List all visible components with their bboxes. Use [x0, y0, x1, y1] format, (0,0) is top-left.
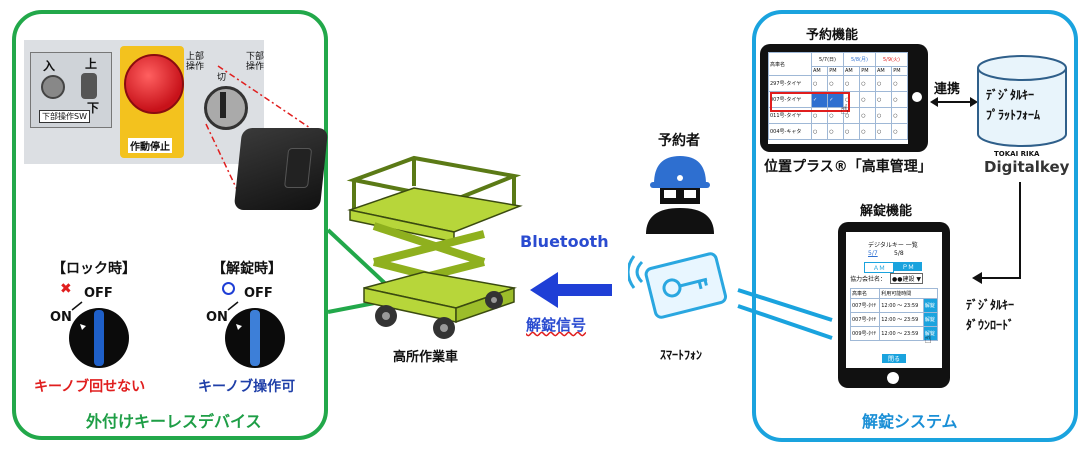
date-3: 5/9(火) [874, 52, 909, 67]
unlock-state-heading: 【解錠時】 [212, 261, 282, 277]
database-icon [977, 55, 1067, 147]
unlock-on-label: ON [206, 310, 228, 325]
vehicle-row-name: 297号-タイヤ [768, 75, 812, 92]
keyless-device-caption: 外付けキーレスデバイス [86, 412, 262, 431]
company-select[interactable]: ●●建設 ▼ [890, 273, 923, 284]
ampm-cell: AM [810, 66, 829, 76]
toggle-switch-icon [81, 73, 97, 99]
unlock-system-panel [752, 10, 1078, 442]
date-tab-active[interactable]: 5/7 [868, 250, 878, 257]
stop-label: 作動停止 [128, 138, 172, 153]
sw-down-label: 下 [87, 101, 100, 115]
lock-status-text: キーノブ回せない [34, 379, 146, 395]
emergency-stop-button-icon [124, 54, 184, 114]
lock-state-heading: 【ロック時】 [52, 261, 136, 277]
bottom-operation-label: 下部 操作 [246, 52, 265, 72]
platform-line2: ﾌﾟﾗｯﾄﾌｫｰﾑ [986, 108, 1041, 122]
sw-name-label: 下部操作SW [39, 110, 90, 123]
vehicle-row-name: 004号-キャタ [768, 123, 812, 140]
key-cylinder-icon [41, 75, 65, 99]
brand-name: Digitalkey [984, 158, 1070, 176]
smartphone-label: ｽﾏｰﾄﾌｫﾝ [660, 348, 703, 362]
am-tab[interactable]: ＡＭ [864, 262, 894, 273]
key-slot-icon [220, 92, 226, 118]
sw-in-label: 入 [43, 59, 56, 73]
date-2: 5/8(月) [842, 52, 876, 67]
date-tab[interactable]: 5/8 [894, 250, 904, 257]
company-label: 協力会社名： [850, 276, 887, 283]
keyless-device-panel [12, 10, 328, 440]
person-icon [646, 156, 714, 234]
unlock-row-name: 007号-ﾀｲﾔ [849, 312, 881, 327]
tablet-home-button-icon [912, 92, 922, 102]
table-header: 利用可能時間 [879, 288, 938, 299]
unlock-off-label: OFF [244, 286, 273, 301]
lock-knob-icon [69, 301, 129, 368]
smartphone-key-icon [628, 252, 728, 319]
close-button[interactable]: 閉る [882, 354, 906, 363]
download-arrow [972, 182, 1021, 284]
date-1: 5/7(日) [811, 52, 844, 67]
unlock-row-name: 009号-ﾀｲﾔ [849, 326, 881, 341]
unlock-button[interactable]: 解錠 [922, 326, 939, 341]
off-position-label: 切 [217, 73, 227, 83]
screen-title: デジタルキー 一覧 [868, 242, 918, 249]
reservation-table: 高車名 5/7(日) 5/8(月) 5/9(火) AM PM AM PM AM … [768, 52, 909, 140]
phone-home-button-icon [887, 372, 899, 384]
ampm-cell: AM [874, 66, 893, 76]
brand-small: TOKAI RIKA [994, 150, 1040, 158]
sw-up-label: 上 [85, 57, 98, 71]
unlock-knob-icon [225, 301, 285, 368]
unlock-system-caption: 解錠システム [862, 412, 958, 431]
reservation-screen: 高車名 5/7(日) 5/8(月) 5/9(火) AM PM AM PM AM … [768, 52, 909, 144]
link-arrow [930, 97, 978, 107]
x-mark-icon: ✖ [60, 281, 72, 297]
key-switch-icon [204, 86, 248, 130]
reservation-tablet: 高車名 5/7(日) 5/8(月) 5/9(火) AM PM AM PM AM … [760, 44, 928, 152]
control-panel-photo: 入 上 下 下部操作SW 作動停止 上部 操作 切 下部 操作 [24, 40, 264, 164]
unlock-button[interactable]: 解錠 [922, 312, 939, 327]
selector-switch-block: 入 上 下 下部操作SW [30, 52, 112, 128]
top-operation-label: 上部 操作 [186, 52, 205, 72]
unlock-row-time: 12:00 ～ 23:59 [879, 298, 924, 313]
unlock-screen: デジタルキー 一覧 5/7 5/8 ＡＭ ＰＭ 協力会社名： ●●建設 ▼ 高車… [846, 232, 942, 368]
scissor-lift-icon [346, 155, 523, 339]
reserver-label: 予約者 [658, 133, 700, 149]
download-line2: ﾀﾞｳﾝﾛｰﾄﾞ [966, 318, 1015, 332]
system-name: 位置プラス®「高車管理」 [764, 159, 932, 175]
unlock-row-name: 007号-ﾀｲﾔ [849, 298, 881, 313]
unlock-signal-label: 解錠信号 [526, 316, 587, 334]
unlock-button[interactable]: 解錠 [922, 298, 939, 313]
unlock-row-time: 12:00 ～ 23:59 [879, 312, 924, 327]
pm-tab[interactable]: ＰＭ [894, 262, 922, 271]
hand-cursor-icon: ☝ [840, 102, 849, 118]
hand-cursor-icon: ☝ [924, 332, 932, 347]
bluetooth-label: Bluetooth [520, 232, 609, 251]
ampm-cell: AM [842, 66, 861, 76]
circle-icon [222, 282, 235, 295]
unlock-status-text: キーノブ操作可 [198, 379, 296, 395]
platform-line1: ﾃﾞｼﾞﾀﾙｷｰ [986, 88, 1035, 102]
unlock-phone: デジタルキー 一覧 5/7 5/8 ＡＭ ＰＭ 協力会社名： ●●建設 ▼ 高車… [838, 222, 950, 388]
unlock-function-title: 解錠機能 [860, 204, 913, 219]
lock-on-label: ON [50, 310, 72, 325]
download-line1: ﾃﾞｼﾞﾀﾙｷｰ [966, 298, 1015, 312]
table-header: 高車名 [849, 288, 881, 299]
ampm-cell: PM [859, 66, 876, 76]
unlock-signal-arrow [530, 272, 612, 308]
selected-row-highlight [770, 92, 850, 112]
lock-off-label: OFF [84, 286, 113, 301]
ampm-cell: PM [891, 66, 908, 76]
ampm-cell: PM [827, 66, 844, 76]
vehicle-label: 高所作業車 [393, 350, 459, 365]
reservation-title: 予約機能 [806, 28, 859, 43]
reservation-header: 高車名 [768, 52, 812, 76]
unlock-row-time: 12:00 ～ 23:59 [879, 326, 924, 341]
link-label: 連携 [934, 82, 961, 97]
